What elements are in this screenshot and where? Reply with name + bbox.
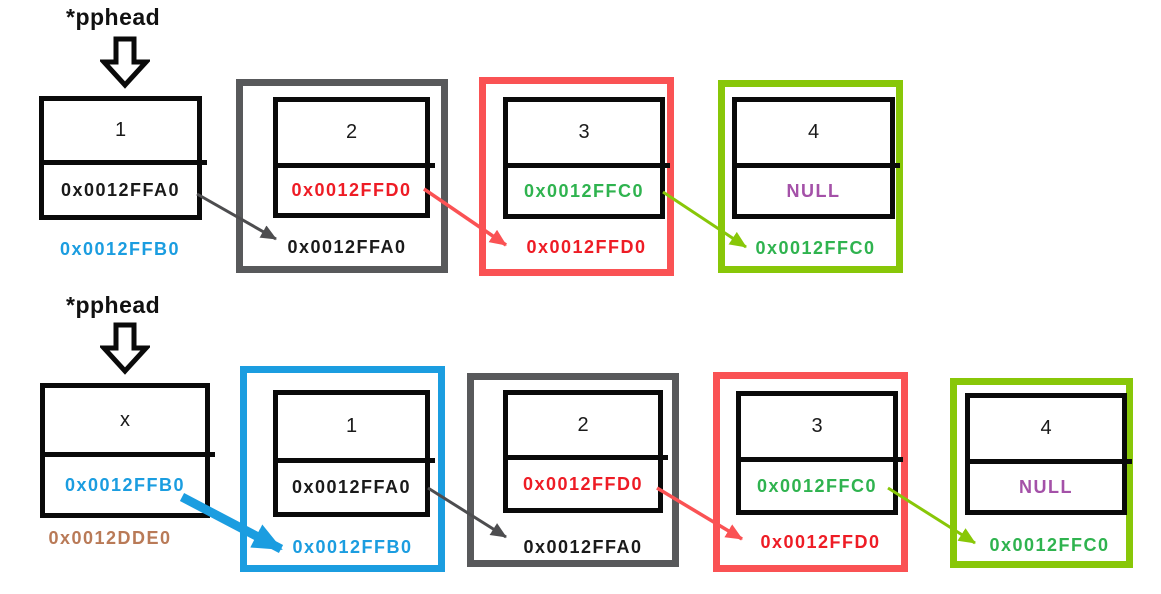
node-address: 0x0012FFB0 xyxy=(59,239,181,259)
node-address: 0x0012FFD0 xyxy=(760,532,881,552)
node-bottom-4: 4 NULL xyxy=(965,393,1132,515)
node-value: 4 xyxy=(970,398,1122,464)
node-next-pointer: 0x0012FFC0 xyxy=(523,180,645,201)
node-top-4: 4 NULL xyxy=(732,97,900,219)
node-value: 4 xyxy=(737,102,890,168)
node-next-pointer: 0x0012FFC0 xyxy=(756,475,878,496)
node-address: 0x0012FFA0 xyxy=(523,537,643,557)
node-bottom-x: x 0x0012FFB0 xyxy=(40,383,215,518)
node-next-pointer: 0x0012FFA0 xyxy=(60,179,181,200)
node-next-pointer: NULL xyxy=(786,180,841,201)
node-value: 2 xyxy=(278,102,425,168)
node-address: 0x0012FFD0 xyxy=(526,237,647,257)
node-next-pointer: NULL xyxy=(1019,476,1073,497)
pphead-down-arrow-icon-top xyxy=(100,36,150,89)
node-next-pointer: 0x0012FFD0 xyxy=(522,473,644,494)
node-top-3: 3 0x0012FFC0 xyxy=(503,97,670,219)
node-value: 3 xyxy=(741,396,893,462)
node-address: 0x0012FFC0 xyxy=(755,238,876,258)
node-address: 0x0012FFC0 xyxy=(989,535,1110,555)
node-bottom-1: 1 0x0012FFA0 xyxy=(273,390,435,517)
node-next-pointer: 0x0012FFB0 xyxy=(64,474,186,495)
pphead-down-arrow-icon-bottom xyxy=(100,322,150,375)
node-address: 0x0012DDE0 xyxy=(48,528,172,548)
node-top-1: 1 0x0012FFA0 xyxy=(39,96,207,220)
node-address: 0x0012FFA0 xyxy=(287,237,407,257)
pphead-label-top: *pphead xyxy=(66,4,161,30)
pphead-label-bottom: *pphead xyxy=(66,292,161,318)
node-bottom-2: 2 0x0012FFD0 xyxy=(503,390,668,513)
node-next-pointer: 0x0012FFA0 xyxy=(291,477,412,497)
node-value: 1 xyxy=(278,395,425,463)
node-value: 3 xyxy=(508,102,660,168)
node-value: 1 xyxy=(44,101,197,165)
node-value: x xyxy=(45,388,205,457)
node-next-pointer: 0x0012FFD0 xyxy=(291,180,412,200)
node-bottom-3: 3 0x0012FFC0 xyxy=(736,391,903,515)
node-value: 2 xyxy=(508,395,658,460)
node-address: 0x0012FFB0 xyxy=(292,537,413,557)
node-top-2: 2 0x0012FFD0 xyxy=(273,97,435,218)
